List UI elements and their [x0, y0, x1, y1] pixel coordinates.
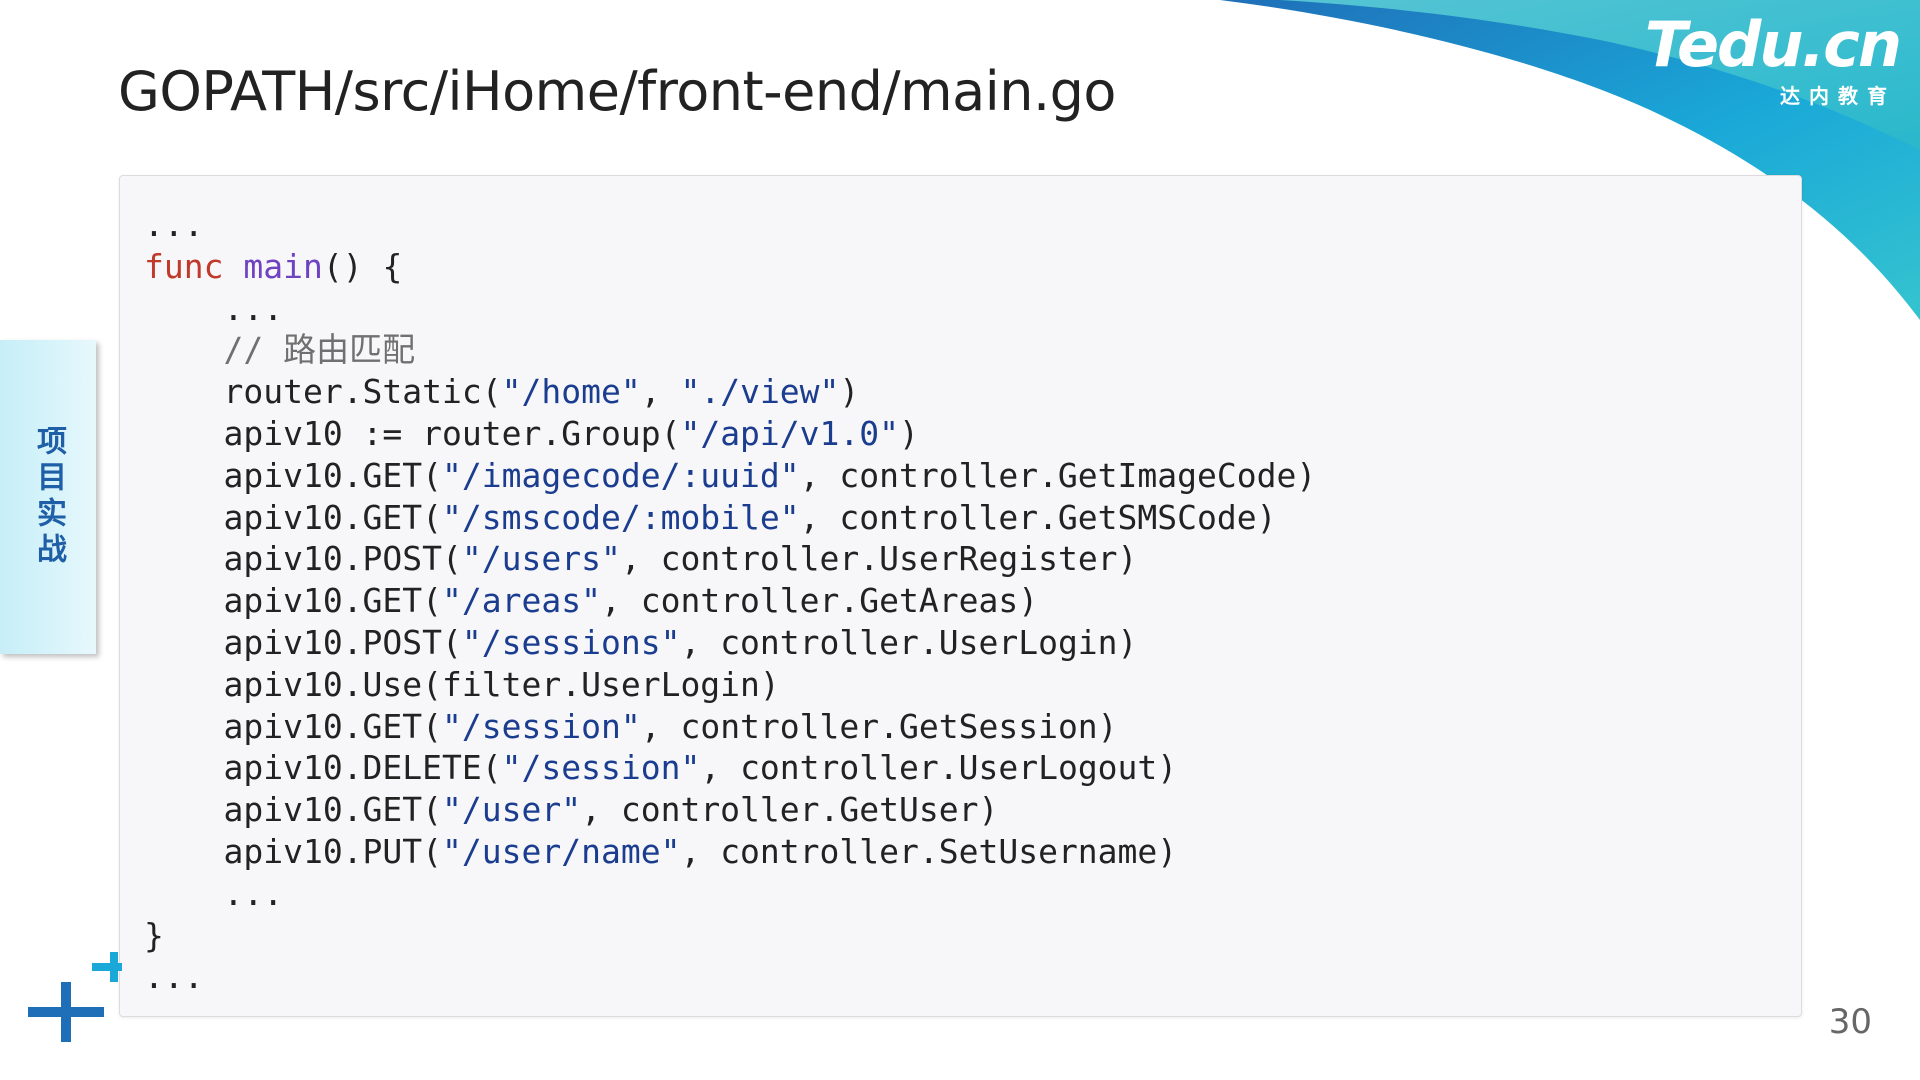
code-text: ...	[144, 957, 204, 997]
code-indent	[144, 498, 223, 537]
code-text: router.Static(	[223, 372, 502, 412]
code-string: "/session"	[501, 748, 701, 788]
code-text: , controller.UserRegister)	[620, 539, 1138, 579]
code-line: apiv10.GET("/user", controller.GetUser)	[144, 789, 1777, 831]
code-indent	[144, 874, 223, 913]
code-string: "/imagecode/:uuid"	[442, 455, 800, 495]
code-line: apiv10.GET("/areas", controller.GetAreas…	[144, 580, 1777, 622]
code-line: apiv10.GET("/session", controller.GetSes…	[144, 706, 1777, 748]
code-text: , controller.GetUser)	[581, 790, 999, 830]
plus-small-decoration	[92, 952, 122, 982]
code-line: router.Static("/home", "./view")	[144, 371, 1777, 413]
logo-wordmark: Tedu.cn	[1644, 8, 1902, 81]
code-text: () {	[322, 246, 403, 286]
code-line: apiv10 := router.Group("/api/v1.0")	[144, 413, 1777, 455]
code-string: "/users"	[461, 539, 621, 579]
side-tab-label: 项目实战	[31, 425, 66, 569]
code-indent	[144, 372, 223, 411]
code-indent	[144, 581, 223, 620]
code-text: , controller.GetSMSCode)	[799, 497, 1277, 537]
code-string: "/sessions"	[461, 622, 681, 662]
code-text: apiv10 := router.Group(	[223, 413, 681, 453]
code-text: apiv10.GET(	[223, 497, 443, 537]
code-text: apiv10.Use(filter.UserLogin)	[223, 664, 780, 704]
code-text: )	[899, 413, 919, 453]
code-text: apiv10.POST(	[223, 539, 462, 579]
code-indent	[144, 539, 223, 578]
plus-large-decoration	[28, 982, 104, 1042]
code-text: , controller.GetImageCode)	[799, 455, 1317, 495]
code-text	[223, 247, 243, 286]
code-text: )	[839, 372, 860, 412]
code-string: "/user/name"	[442, 831, 681, 871]
code-indent	[144, 456, 223, 495]
code-indent	[144, 790, 223, 829]
code-string: "/user"	[442, 790, 582, 830]
code-text: , controller.GetAreas)	[600, 581, 1039, 621]
code-line: apiv10.GET("/smscode/:mobile", controlle…	[144, 497, 1777, 539]
code-text: ...	[223, 873, 284, 913]
code-indent	[144, 289, 223, 328]
code-indent	[144, 832, 223, 871]
code-text: , controller.SetUsername)	[680, 831, 1178, 871]
code-text: ...	[144, 205, 204, 244]
code-line: ...	[144, 204, 1777, 246]
page-number: 30	[1828, 1002, 1872, 1042]
code-text: apiv10.POST(	[223, 622, 462, 662]
code-line: }	[144, 915, 1777, 957]
code-text: }	[144, 915, 164, 955]
code-text: ,	[640, 372, 681, 412]
code-string: "/session"	[442, 706, 641, 746]
tedu-logo: Tedu.cn 达内教育	[1630, 8, 1902, 109]
code-indent	[144, 330, 223, 369]
code-comment: // 路由匹配	[223, 330, 416, 370]
code-text: apiv10.DELETE(	[223, 748, 502, 788]
code-indent	[144, 665, 223, 704]
code-line: func main() {	[144, 246, 1777, 288]
code-text: apiv10.GET(	[223, 455, 443, 495]
code-line: ...	[144, 956, 1777, 998]
code-string: "./view"	[680, 372, 840, 412]
code-line: apiv10.Use(filter.UserLogin)	[144, 664, 1777, 706]
code-line: apiv10.GET("/imagecode/:uuid", controlle…	[144, 455, 1777, 497]
code-function-name: main	[243, 246, 323, 286]
code-line: apiv10.POST("/users", controller.UserReg…	[144, 538, 1777, 580]
code-text: apiv10.GET(	[223, 790, 443, 830]
code-line: ...	[144, 873, 1777, 915]
code-string: "/areas"	[442, 581, 601, 621]
section-side-tab: 项目实战	[0, 340, 96, 654]
logo-subtitle: 达内教育	[1780, 84, 1896, 108]
code-string: "/home"	[501, 372, 641, 412]
code-text: apiv10.GET(	[223, 706, 443, 746]
code-line: apiv10.PUT("/user/name", controller.SetU…	[144, 831, 1777, 873]
code-indent	[144, 707, 223, 746]
code-text: ...	[223, 288, 284, 328]
code-text: , controller.UserLogin)	[680, 622, 1138, 662]
code-text: , controller.UserLogout)	[700, 748, 1178, 788]
page-title: GOPATH/src/iHome/front-end/main.go	[118, 60, 1116, 123]
code-indent	[144, 623, 223, 662]
code-text: apiv10.PUT(	[223, 831, 443, 871]
code-string: "/api/v1.0"	[680, 413, 899, 453]
code-line: // 路由匹配	[144, 329, 1777, 371]
code-line: apiv10.DELETE("/session", controller.Use…	[144, 747, 1777, 789]
code-indent	[144, 748, 223, 787]
code-block: ...func main() { ... // 路由匹配 router.Stat…	[119, 175, 1802, 1017]
code-indent	[144, 414, 223, 453]
code-line: ...	[144, 288, 1777, 330]
code-line: apiv10.POST("/sessions", controller.User…	[144, 622, 1777, 664]
header-swoosh-decoration	[1220, 0, 1920, 320]
code-text: apiv10.GET(	[223, 581, 443, 621]
code-keyword: func	[144, 246, 224, 286]
code-text: , controller.GetSession)	[640, 706, 1118, 746]
code-string: "/smscode/:mobile"	[442, 497, 800, 537]
